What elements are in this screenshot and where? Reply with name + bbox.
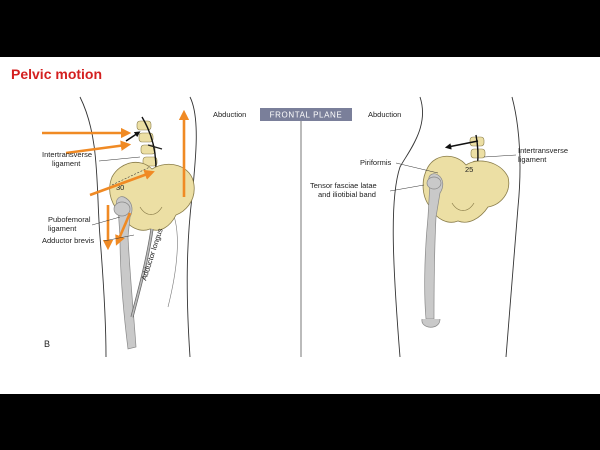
right-intertransverse-label-line2: ligament	[518, 155, 547, 164]
pubofemoral-label-line1: Pubofemoral	[48, 215, 91, 224]
right-panel-heading: Abduction	[368, 110, 401, 119]
right-femur	[424, 173, 444, 320]
left-intertransverse-label-line1: Intertransverse	[42, 150, 92, 159]
right-angle-label: 25	[465, 165, 473, 174]
piriformis-label: Piriformis	[360, 158, 391, 167]
slide-title: Pelvic motion	[11, 66, 103, 82]
slide: Pelvic motion	[0, 57, 600, 394]
left-orange-arrows	[42, 109, 190, 251]
panel-letter: B	[44, 339, 50, 349]
frontal-plane-label: FRONTAL PLANE	[270, 111, 343, 120]
left-black-arrow	[125, 131, 141, 142]
tensor-label-line1: Tensor fasciae latae	[310, 181, 377, 190]
left-intertransverse-label-line2: ligament	[52, 159, 81, 168]
right-black-arrow	[444, 140, 479, 150]
pelvic-motion-figure: 30 Abduction Intertransverse ligament Pu…	[42, 96, 568, 358]
adductor-brevis-label: Adductor brevis	[42, 236, 94, 245]
right-body-outline	[392, 96, 521, 358]
frontal-plane-box: FRONTAL PLANE	[260, 108, 352, 121]
left-panel-heading: Abduction	[213, 110, 246, 119]
right-panel: 25 Abduction Intertransverse ligament Pi…	[310, 96, 568, 358]
right-intertransverse-label-line1: Intertransverse	[518, 146, 568, 155]
tensor-label-line2: and iliotibial band	[318, 190, 376, 199]
pubofemoral-label-line2: ligament	[48, 224, 77, 233]
left-panel: 30 Abduction Intertransverse ligament Pu…	[42, 96, 246, 358]
left-angle-label: 30	[116, 183, 124, 192]
